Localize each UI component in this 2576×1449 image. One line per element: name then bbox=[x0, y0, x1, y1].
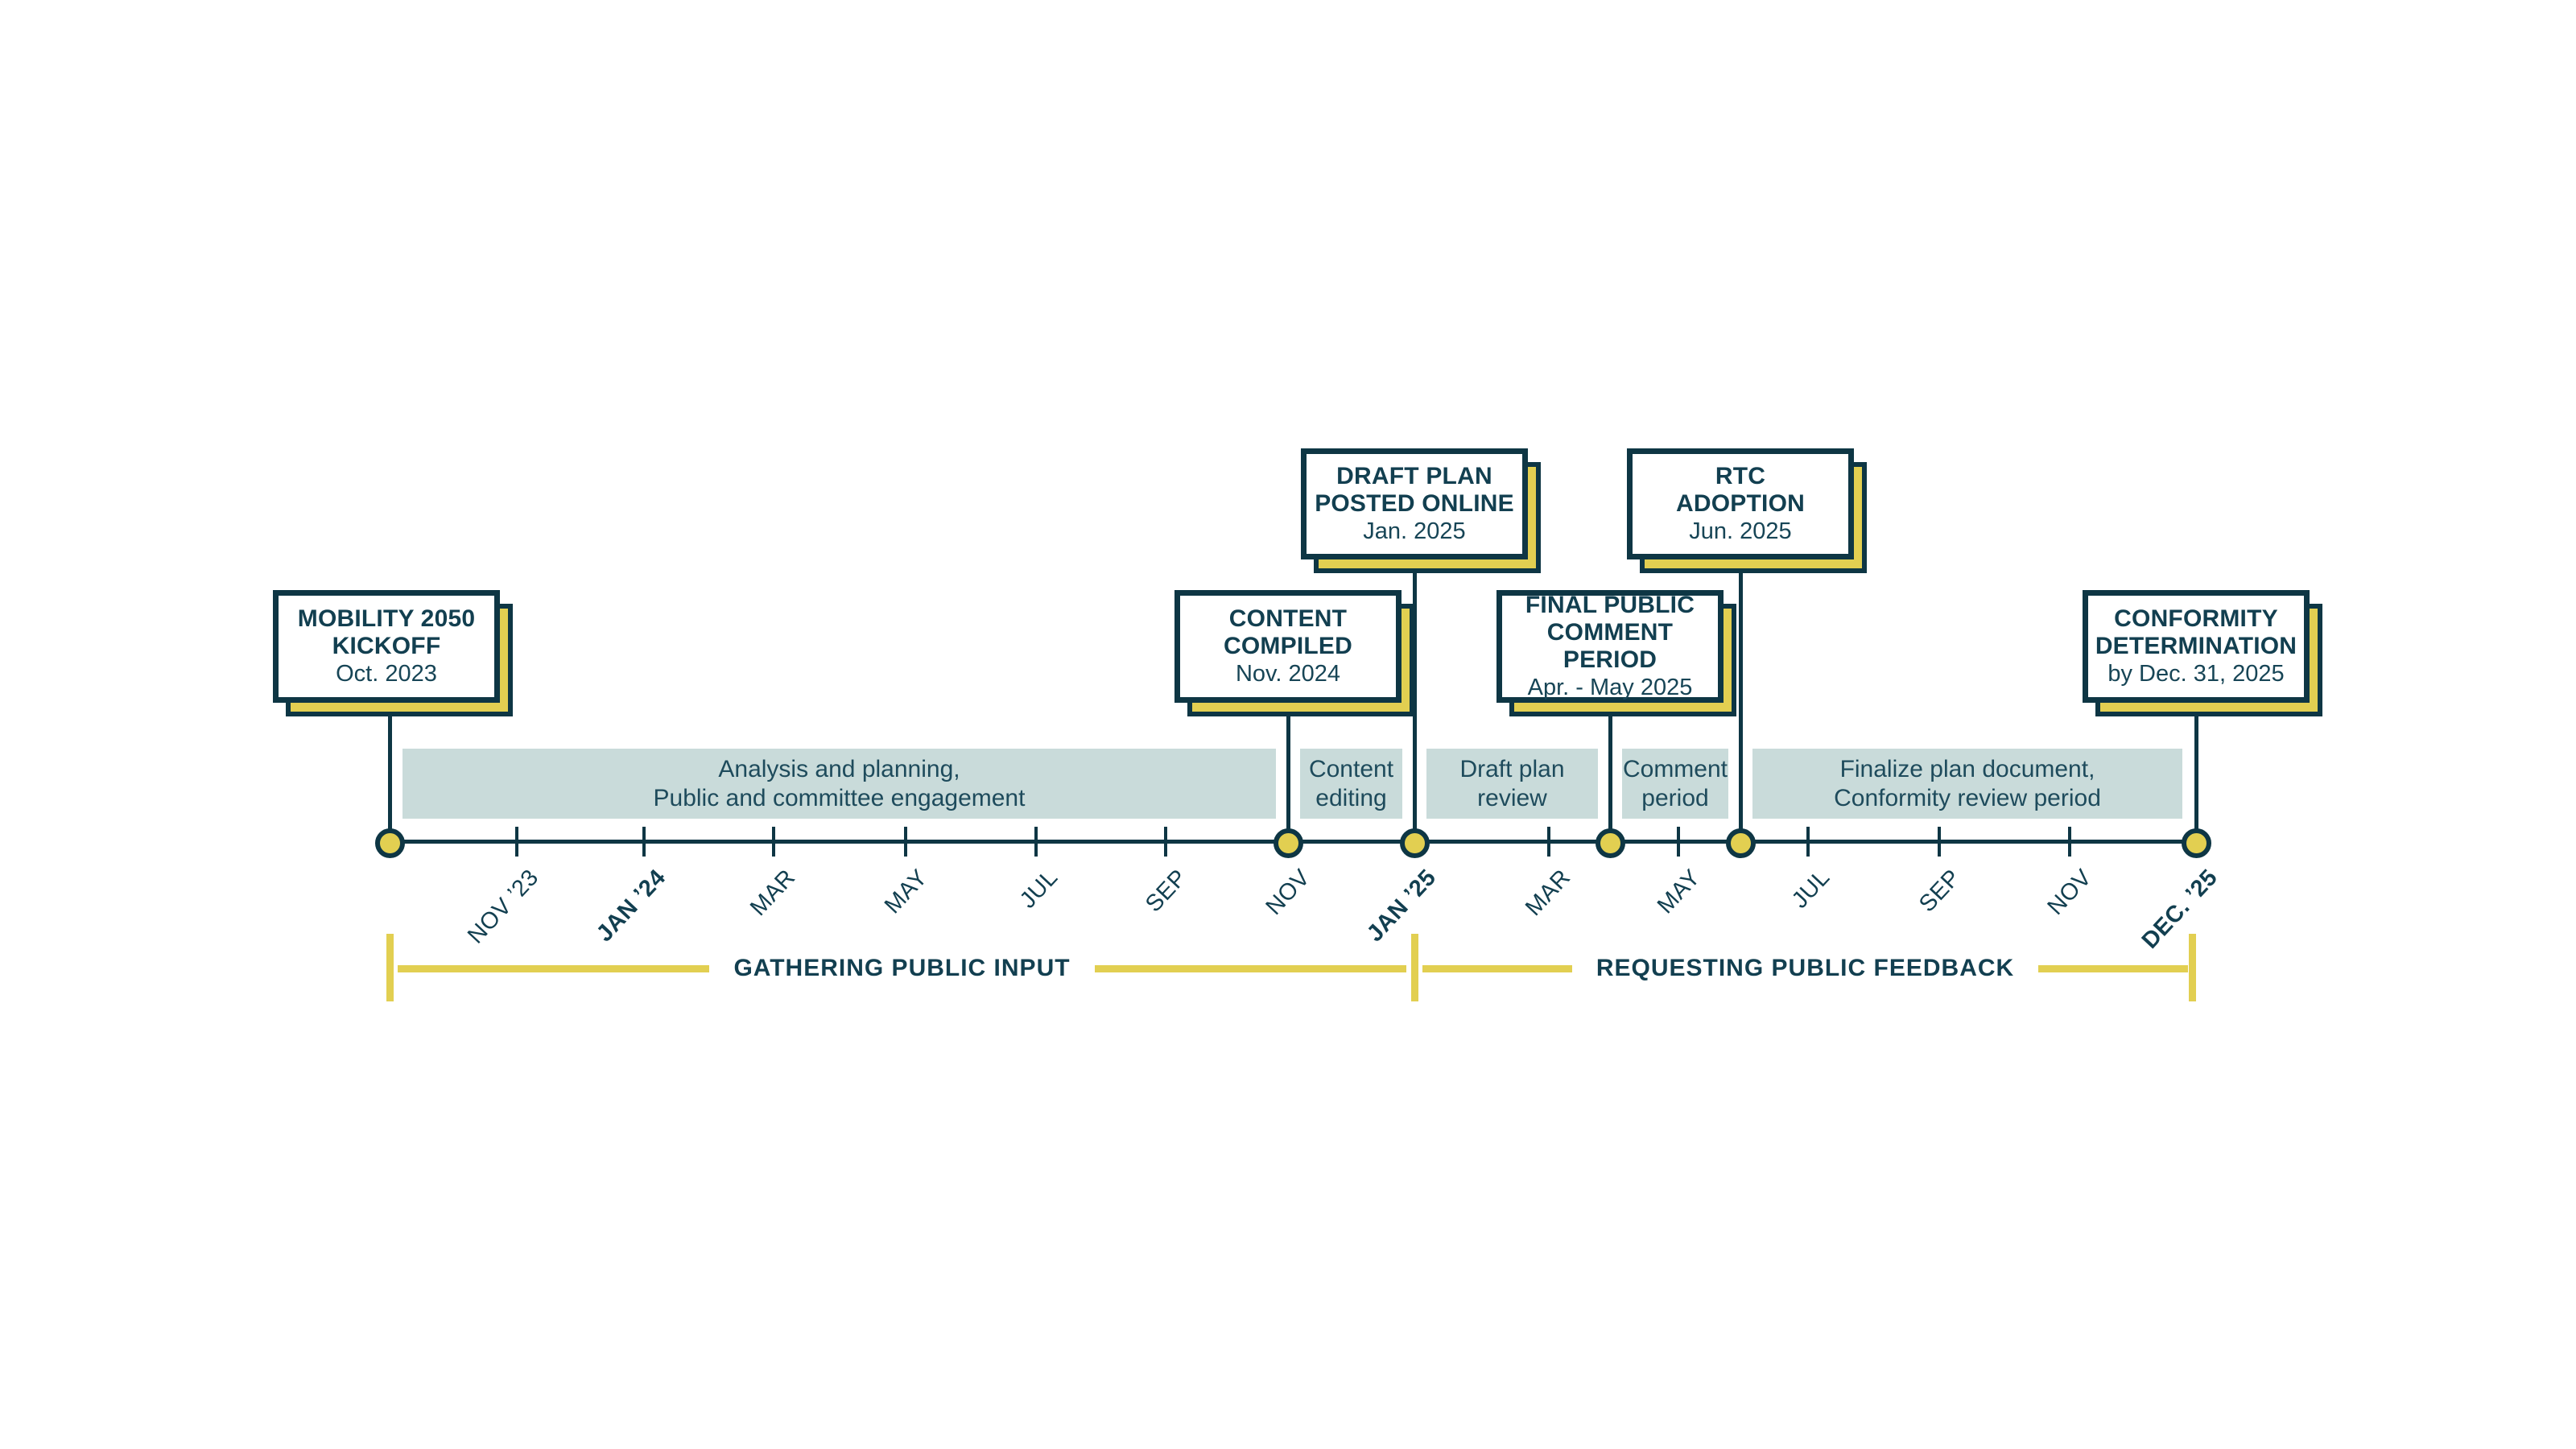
month-label: JUL bbox=[1786, 865, 1835, 914]
month-label: JAN ’24 bbox=[592, 865, 671, 947]
milestone-title: FINAL PUBLIC bbox=[1525, 592, 1695, 618]
card: DRAFT PLAN POSTED ONLINE Jan. 2025 bbox=[1301, 448, 1528, 559]
milestone-title: POSTED ONLINE bbox=[1315, 490, 1514, 517]
milestone-card-final-comment: FINAL PUBLIC COMMENT PERIOD Apr. - May 2… bbox=[1496, 590, 1736, 716]
phase-label: period bbox=[1641, 784, 1709, 811]
milestone-marker-final-comment bbox=[1596, 828, 1625, 858]
phase-label: Draft plan bbox=[1459, 755, 1565, 782]
axis-tick bbox=[1806, 827, 1810, 857]
phase-bar-finalize: Finalize plan document, Conformity revie… bbox=[1752, 749, 2182, 819]
milestone-title: CONFORMITY bbox=[2114, 605, 2278, 632]
milestone-marker-conformity bbox=[2182, 828, 2211, 858]
bracket-cap-end bbox=[2189, 934, 2196, 1001]
connector-final-comment bbox=[1608, 700, 1612, 831]
phase-bar-content-editing: Content editing bbox=[1300, 749, 1402, 819]
card: MOBILITY 2050 KICKOFF Oct. 2023 bbox=[273, 590, 500, 703]
axis-tick bbox=[1164, 827, 1167, 857]
month-label: JUL bbox=[1014, 865, 1063, 914]
bracket-cap-middle bbox=[1411, 934, 1418, 1001]
connector-content bbox=[1286, 700, 1290, 831]
milestone-date: Nov. 2024 bbox=[1235, 661, 1341, 687]
bracket-gathering-input: GATHERING PUBLIC INPUT bbox=[398, 951, 1407, 986]
connector-draft-plan bbox=[1413, 558, 1417, 831]
milestone-title: COMMENT PERIOD bbox=[1546, 619, 1674, 673]
bracket-cap-start bbox=[386, 934, 394, 1001]
connector-rtc bbox=[1739, 558, 1743, 831]
month-label: NOV bbox=[2042, 865, 2097, 920]
month-label: DEC. ’25 bbox=[2137, 865, 2223, 954]
milestone-card-rtc: RTC ADOPTION Jun. 2025 bbox=[1627, 448, 1867, 573]
phase-label: Content bbox=[1308, 755, 1394, 782]
bracket-line bbox=[2038, 964, 2189, 972]
milestone-title: KICKOFF bbox=[332, 633, 441, 659]
connector-conformity bbox=[2194, 700, 2198, 831]
month-label: NOV bbox=[1261, 865, 1315, 920]
milestone-date: Apr. - May 2025 bbox=[1527, 675, 1693, 700]
milestone-date: Jun. 2025 bbox=[1689, 518, 1792, 544]
milestone-title: MOBILITY 2050 bbox=[297, 605, 476, 632]
milestone-card-content: CONTENT COMPILED Nov. 2024 bbox=[1174, 590, 1414, 716]
month-label: MAR bbox=[745, 865, 801, 922]
bracket-line bbox=[1422, 964, 1572, 972]
card: RTC ADOPTION Jun. 2025 bbox=[1627, 448, 1854, 559]
month-label: SEP bbox=[1914, 865, 1967, 918]
bracket-line bbox=[1094, 964, 1407, 972]
axis-tick bbox=[1034, 827, 1038, 857]
milestone-title: ADOPTION bbox=[1676, 490, 1805, 517]
month-label: NOV ’23 bbox=[462, 865, 544, 949]
milestone-title: DRAFT PLAN bbox=[1336, 463, 1492, 489]
month-label: MAR bbox=[1521, 865, 1576, 922]
bracket-requesting-feedback: REQUESTING PUBLIC FEEDBACK bbox=[1422, 951, 2189, 986]
axis-tick bbox=[2068, 827, 2071, 857]
month-label: JAN ’25 bbox=[1362, 865, 1442, 947]
milestone-card-conformity: CONFORMITY DETERMINATION by Dec. 31, 202… bbox=[2083, 590, 2322, 716]
phase-label: Analysis and planning, bbox=[718, 755, 960, 782]
axis-tick bbox=[642, 827, 646, 857]
milestone-date: by Dec. 31, 2025 bbox=[2107, 661, 2285, 687]
phase-label: Comment bbox=[1622, 755, 1728, 782]
phase-label: Public and committee engagement bbox=[653, 784, 1026, 811]
phase-bar-analysis: Analysis and planning, Public and commit… bbox=[402, 749, 1276, 819]
axis-tick bbox=[772, 827, 775, 857]
month-label: MAY bbox=[879, 865, 933, 919]
bracket-label: REQUESTING PUBLIC FEEDBACK bbox=[1596, 955, 2015, 981]
milestone-title: COMPILED bbox=[1224, 633, 1352, 659]
milestone-marker-kickoff bbox=[375, 828, 405, 858]
phase-label: editing bbox=[1315, 784, 1387, 811]
phase-label: Finalize plan document, bbox=[1839, 755, 2095, 782]
axis-tick bbox=[515, 827, 518, 857]
month-label: MAY bbox=[1652, 865, 1706, 919]
phase-label: review bbox=[1477, 784, 1547, 811]
milestone-title: CONTENT bbox=[1228, 605, 1348, 632]
phase-bar-comment-period: Comment period bbox=[1622, 749, 1728, 819]
milestone-date: Jan. 2025 bbox=[1363, 518, 1466, 544]
milestone-marker-draft-plan bbox=[1400, 828, 1430, 858]
month-label: SEP bbox=[1141, 865, 1193, 918]
axis-tick bbox=[1547, 827, 1550, 857]
bracket-line bbox=[398, 964, 710, 972]
axis-tick bbox=[904, 827, 907, 857]
card: FINAL PUBLIC COMMENT PERIOD Apr. - May 2… bbox=[1496, 590, 1724, 703]
card: CONTENT COMPILED Nov. 2024 bbox=[1174, 590, 1402, 703]
axis-tick bbox=[1938, 827, 1941, 857]
connector-kickoff bbox=[388, 700, 392, 831]
milestone-title: DETERMINATION bbox=[2095, 633, 2297, 659]
milestone-card-kickoff: MOBILITY 2050 KICKOFF Oct. 2023 bbox=[273, 590, 513, 716]
milestone-date: Oct. 2023 bbox=[336, 661, 437, 687]
card: CONFORMITY DETERMINATION by Dec. 31, 202… bbox=[2083, 590, 2310, 703]
milestone-title: RTC bbox=[1715, 463, 1766, 489]
axis-tick bbox=[1677, 827, 1680, 857]
milestone-marker-content bbox=[1274, 828, 1303, 858]
milestone-marker-rtc bbox=[1726, 828, 1756, 858]
phase-label: Conformity review period bbox=[1834, 784, 2101, 811]
milestone-card-draft-plan: DRAFT PLAN POSTED ONLINE Jan. 2025 bbox=[1301, 448, 1541, 573]
bracket-label: GATHERING PUBLIC INPUT bbox=[733, 955, 1071, 981]
phase-bar-draft-review: Draft plan review bbox=[1426, 749, 1598, 819]
